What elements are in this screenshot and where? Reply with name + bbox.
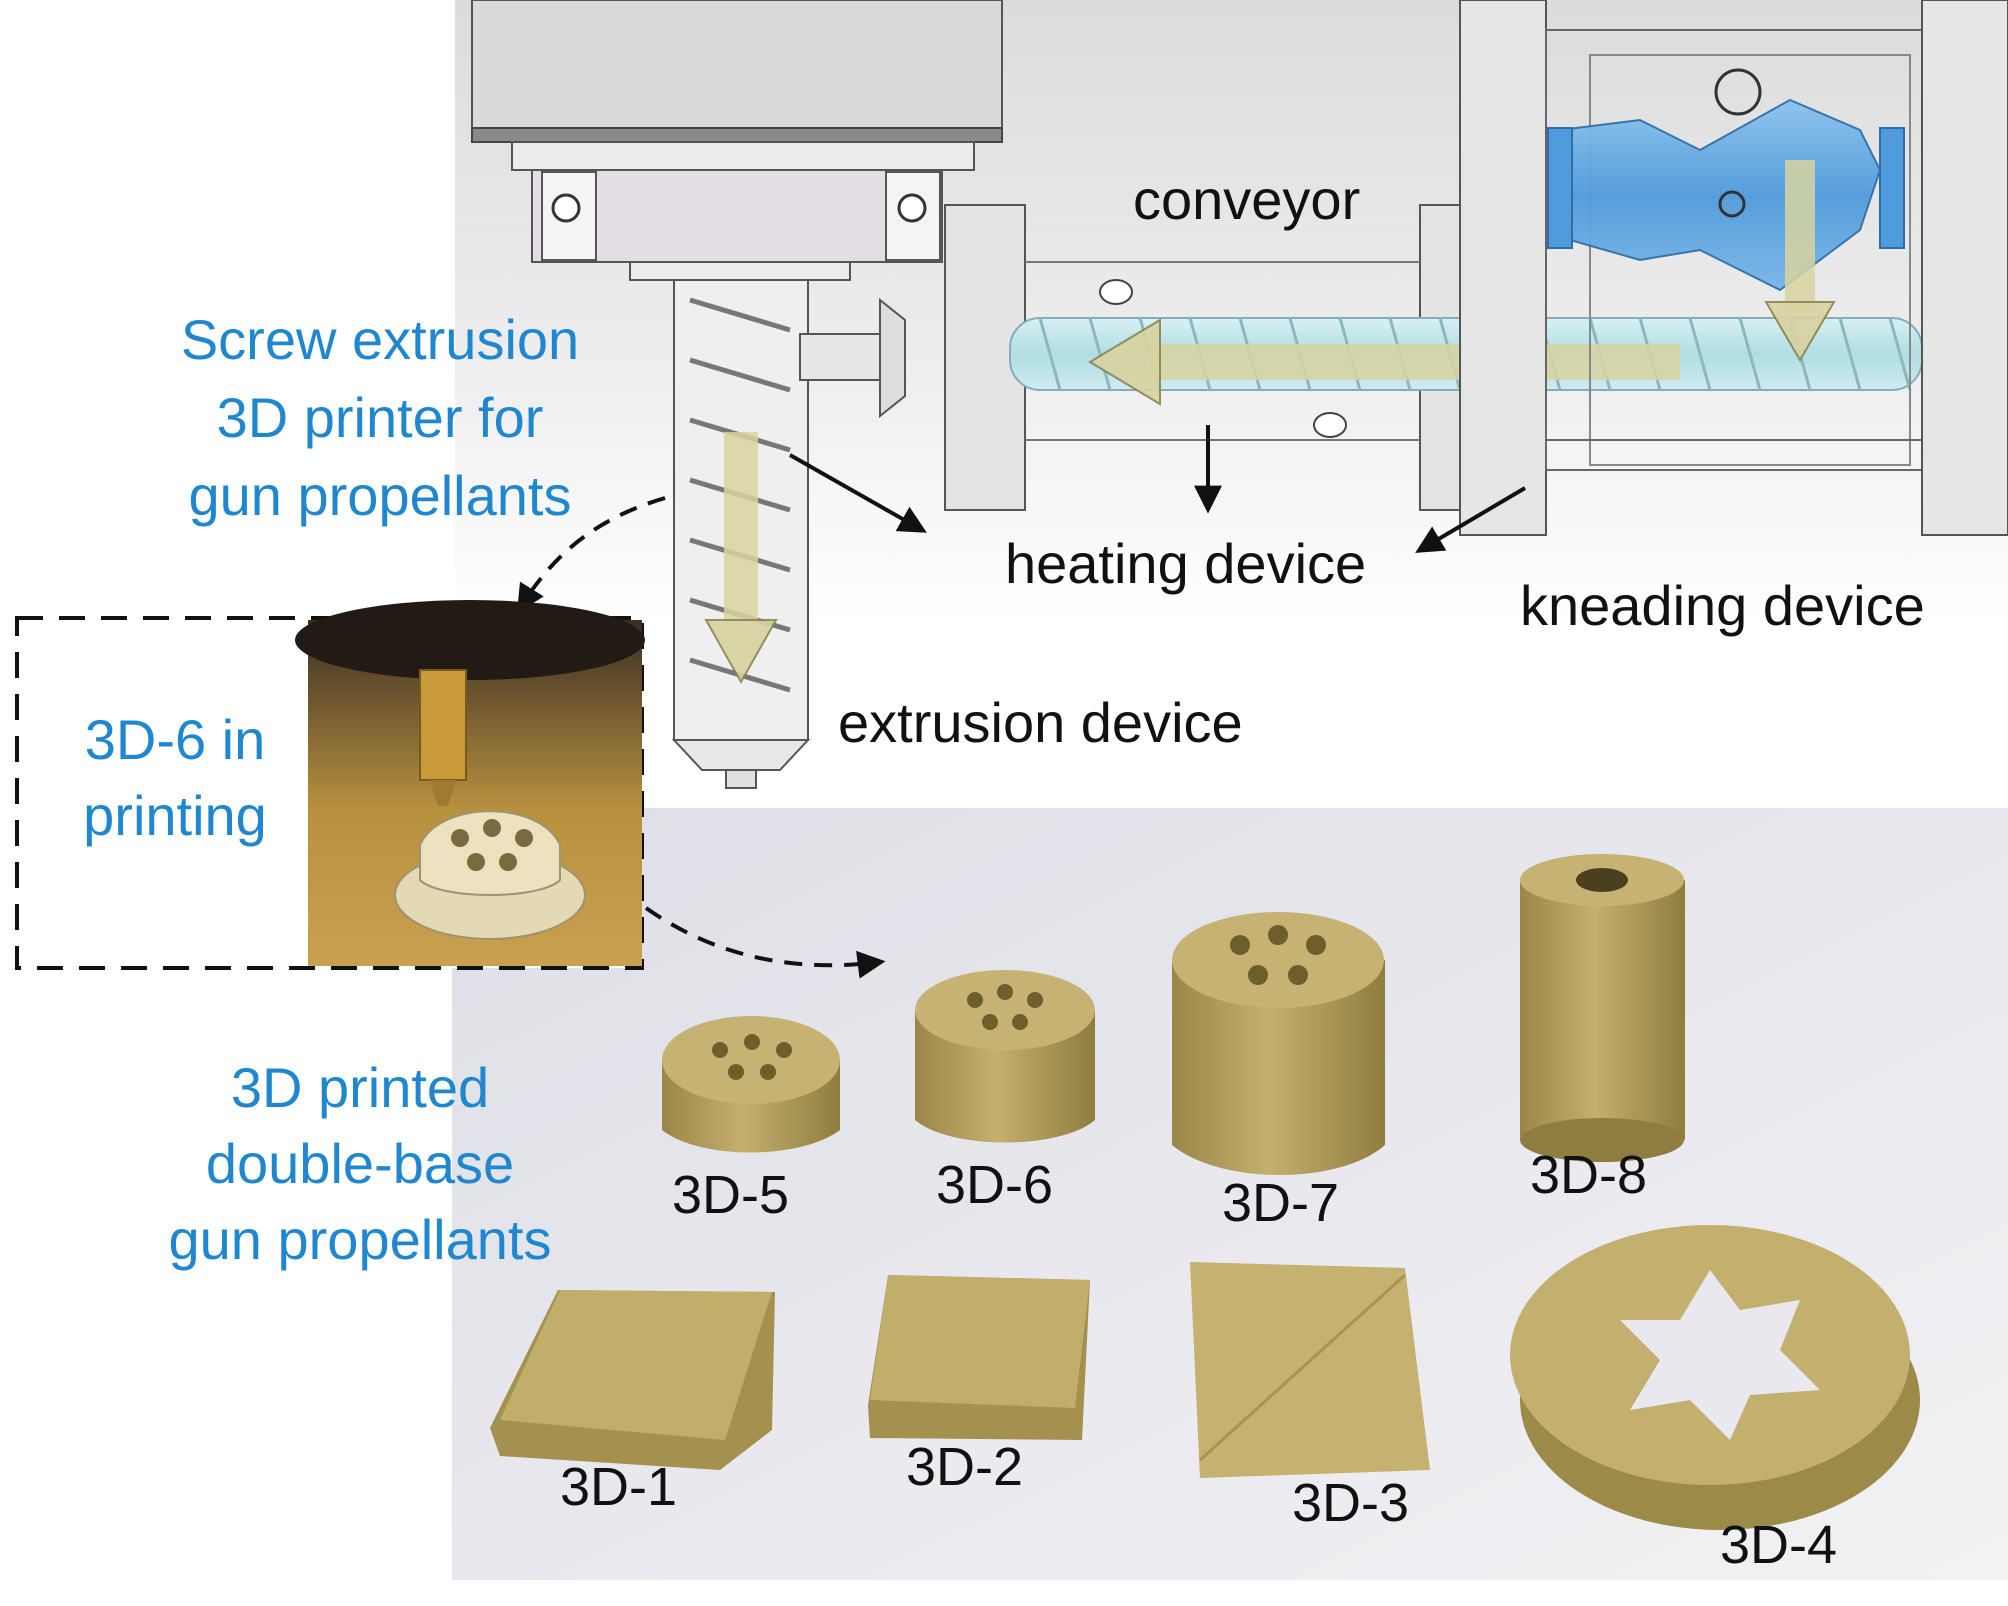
sample-3d-4-shape <box>1510 1225 1920 1530</box>
conveyor-label: conveyor <box>1133 168 1361 231</box>
heating-device-label: heating device <box>1005 532 1367 595</box>
annotation-arrows <box>517 425 1527 979</box>
sample-3d-2-shape <box>868 1275 1090 1440</box>
sample-3d-2-label: 3D-2 <box>906 1437 1024 1497</box>
inset-box <box>15 600 645 970</box>
samples-caption-line-2: double-base <box>205 1132 515 1195</box>
printer-caption-line-2: 3D printer for <box>216 386 544 449</box>
sample-3d-5-label: 3D-5 <box>672 1165 790 1225</box>
inset-caption-line-2: printing <box>83 784 267 847</box>
sample-3d-1-shape <box>490 1290 775 1470</box>
sample-3d-7-shape <box>1172 912 1385 1175</box>
sample-3d-6-shape <box>915 970 1095 1143</box>
sample-3d-1-label: 3D-1 <box>560 1457 678 1517</box>
sample-3d-7-label: 3D-7 <box>1222 1173 1340 1233</box>
sample-3d-4-label: 3D-4 <box>1720 1515 1838 1575</box>
sample-3d-6-label: 3D-6 <box>936 1155 1054 1215</box>
printer-diagram <box>455 0 2008 789</box>
sample-3d-8-shape <box>1520 854 1685 1162</box>
inset-caption-line-1: 3D-6 in <box>84 708 266 771</box>
sample-3d-8-label: 3D-8 <box>1530 1145 1648 1205</box>
samples-caption-line-1: 3D printed <box>230 1056 490 1119</box>
printer-caption-line-1: Screw extrusion <box>180 308 580 371</box>
sample-3d-3-shape <box>1190 1262 1430 1478</box>
printer-caption-line-3: gun propellants <box>188 464 572 527</box>
sample-3d-3-label: 3D-3 <box>1292 1473 1410 1533</box>
sample-3d-5-shape <box>662 1016 840 1153</box>
kneading-device-label: kneading device <box>1520 574 1925 637</box>
samples-caption-line-3: gun propellants <box>168 1208 552 1271</box>
extrusion-device-label: extrusion device <box>838 691 1243 754</box>
